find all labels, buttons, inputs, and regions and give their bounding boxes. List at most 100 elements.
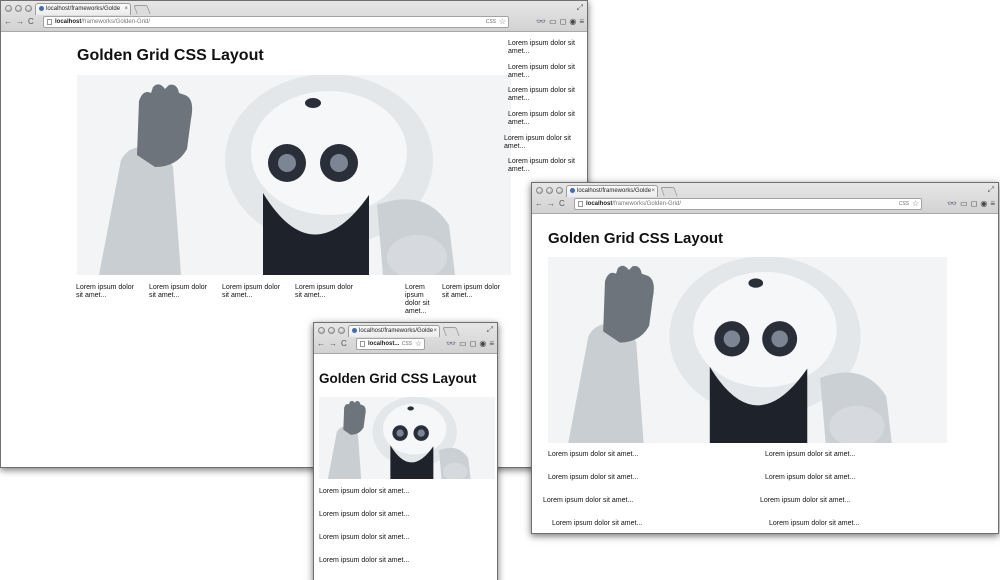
css-badge: CSS: [898, 201, 909, 207]
page-title: Golden Grid CSS Layout: [77, 47, 264, 64]
stacked-text: Lorem ipsum dolor sit amet...: [319, 488, 410, 495]
page-icon: [360, 341, 365, 347]
stacked-text: Lorem ipsum dolor sit amet...: [319, 534, 410, 541]
minimize-window-button[interactable]: [328, 327, 335, 334]
bottom-column-text: Lorem ipsum dolor sit amet...: [405, 284, 430, 315]
url-host: localhost: [55, 19, 82, 25]
grid-text: Lorem ipsum dolor sit amet...: [552, 520, 643, 527]
chrome-extension-icon[interactable]: ◉: [479, 339, 487, 348]
close-window-button[interactable]: [318, 327, 325, 334]
bottom-column-text: Lorem ipsum dolor sit amet...: [442, 284, 500, 299]
extension-tools: 👓 ▭ ◻ ◉ ≡: [947, 198, 995, 210]
minimize-window-button[interactable]: [15, 5, 22, 12]
back-button[interactable]: ←: [535, 199, 543, 208]
bottom-column-text: Lorem ipsum dolor sit amet...: [149, 284, 207, 299]
forward-button[interactable]: →: [16, 17, 24, 26]
window-extension-icon[interactable]: ◻: [469, 339, 477, 348]
fullscreen-icon[interactable]: ⤢: [987, 185, 994, 194]
resize-extension-icon[interactable]: ▭: [459, 339, 467, 348]
tab-title: localhost/frameworks/Golde: [577, 188, 652, 194]
resize-extension-icon[interactable]: ▭: [549, 17, 557, 26]
sidebar-text: Lorem ipsum dolor sit amet...: [508, 40, 575, 55]
url-host: localhost: [586, 201, 613, 207]
menu-icon[interactable]: ≡: [579, 17, 584, 26]
url-host: localhost...: [368, 341, 400, 347]
new-tab-button[interactable]: [133, 5, 151, 14]
menu-icon[interactable]: ≡: [489, 339, 494, 348]
page-content: Golden Grid CSS Layout: [1, 32, 587, 467]
reload-button[interactable]: C: [559, 199, 565, 208]
page-icon: [47, 19, 52, 25]
reload-button[interactable]: C: [28, 17, 34, 26]
tab-close-icon[interactable]: ×: [433, 328, 437, 334]
chrome-extension-icon[interactable]: ◉: [980, 199, 988, 208]
fullscreen-icon[interactable]: ⤢: [576, 3, 583, 12]
robot-illustration: [548, 257, 947, 443]
forward-button[interactable]: →: [329, 339, 337, 348]
grid-text: Lorem ipsum dolor sit amet...: [548, 474, 639, 481]
css-badge: CSS: [485, 19, 496, 25]
browser-toolbar: localhost/frameworks/Golde × ⤢ ← → C loc…: [532, 183, 998, 214]
zoom-window-button[interactable]: [338, 327, 345, 334]
sidebar-text: Lorem ipsum dolor sit amet...: [508, 111, 575, 126]
menu-icon[interactable]: ≡: [990, 199, 995, 208]
glasses-extension-icon[interactable]: 👓: [446, 339, 457, 348]
page-title: Golden Grid CSS Layout: [548, 230, 724, 247]
grid-text: Lorem ipsum dolor sit amet...: [765, 474, 856, 481]
nav-buttons: ← → C: [317, 338, 347, 350]
favicon-icon: [39, 6, 44, 11]
back-button[interactable]: ←: [317, 339, 325, 348]
sidebar-text: Lorem ipsum dolor sit amet...: [508, 158, 575, 173]
bookmark-star-icon[interactable]: ☆: [498, 17, 506, 26]
robot-hero-image: [319, 397, 495, 479]
new-tab-button[interactable]: [442, 327, 460, 336]
extension-tools: 👓 ▭ ◻ ◉ ≡: [446, 338, 494, 350]
sidebar-text: Lorem ipsum dolor sit amet...: [508, 64, 575, 79]
glasses-extension-icon[interactable]: 👓: [947, 199, 958, 208]
minimize-window-button[interactable]: [546, 187, 553, 194]
forward-button[interactable]: →: [547, 199, 555, 208]
browser-toolbar: localhost/frameworks/Golde × ⤢ ← → C loc…: [1, 1, 587, 32]
grid-text: Lorem ipsum dolor sit amet...: [543, 497, 634, 504]
robot-hero-image: [77, 75, 511, 275]
grid-text: Lorem ipsum dolor sit amet...: [769, 520, 860, 527]
reload-button[interactable]: C: [341, 339, 347, 348]
window-controls: [318, 327, 345, 334]
nav-buttons: ← → C: [535, 198, 565, 210]
close-window-button[interactable]: [536, 187, 543, 194]
browser-tab[interactable]: localhost/frameworks/Golde ×: [566, 185, 658, 197]
tab-close-icon[interactable]: ×: [124, 6, 128, 12]
close-window-button[interactable]: [5, 5, 12, 12]
window-controls: [536, 187, 563, 194]
back-button[interactable]: ←: [4, 17, 12, 26]
bookmark-star-icon[interactable]: ☆: [414, 339, 422, 348]
address-bar[interactable]: localhost/frameworks/Golden-Grid/ CSS ☆: [43, 16, 509, 28]
browser-window-large: localhost/frameworks/Golde × ⤢ ← → C loc…: [0, 0, 588, 468]
fullscreen-icon[interactable]: ⤢: [486, 325, 493, 334]
browser-tab[interactable]: localhost/frameworks/Golde ×: [35, 3, 131, 15]
bottom-column-text: Lorem ipsum dolor sit amet...: [76, 284, 134, 299]
address-bar[interactable]: localhost... CSS ☆: [356, 338, 425, 350]
resize-extension-icon[interactable]: ▭: [960, 199, 968, 208]
address-bar[interactable]: localhost/frameworks/Golden-Grid/ CSS ☆: [574, 198, 922, 210]
sidebar-text: Lorem ipsum dolor sit amet...: [504, 135, 571, 150]
window-extension-icon[interactable]: ◻: [559, 17, 567, 26]
extension-tools: 👓 ▭ ◻ ◉ ≡: [536, 16, 584, 28]
bottom-column-text: Lorem ipsum dolor sit amet...: [295, 284, 353, 299]
window-controls: [5, 5, 32, 12]
window-extension-icon[interactable]: ◻: [970, 199, 978, 208]
zoom-window-button[interactable]: [556, 187, 563, 194]
sidebar-text: Lorem ipsum dolor sit amet...: [508, 87, 575, 102]
url-path: /frameworks/Golden-Grid/: [81, 19, 151, 25]
glasses-extension-icon[interactable]: 👓: [536, 17, 547, 26]
css-badge: CSS: [401, 341, 412, 347]
robot-illustration: [77, 75, 511, 275]
browser-tab[interactable]: localhost/frameworks/Golde ×: [348, 325, 440, 337]
tab-title: localhost/frameworks/Golde: [359, 328, 434, 334]
large-window-texts: Lorem ipsum dolor sit amet... Lorem ipsu…: [0, 31, 588, 468]
zoom-window-button[interactable]: [25, 5, 32, 12]
tab-close-icon[interactable]: ×: [651, 188, 655, 194]
new-tab-button[interactable]: [660, 187, 678, 196]
chrome-extension-icon[interactable]: ◉: [569, 17, 577, 26]
bookmark-star-icon[interactable]: ☆: [911, 199, 919, 208]
